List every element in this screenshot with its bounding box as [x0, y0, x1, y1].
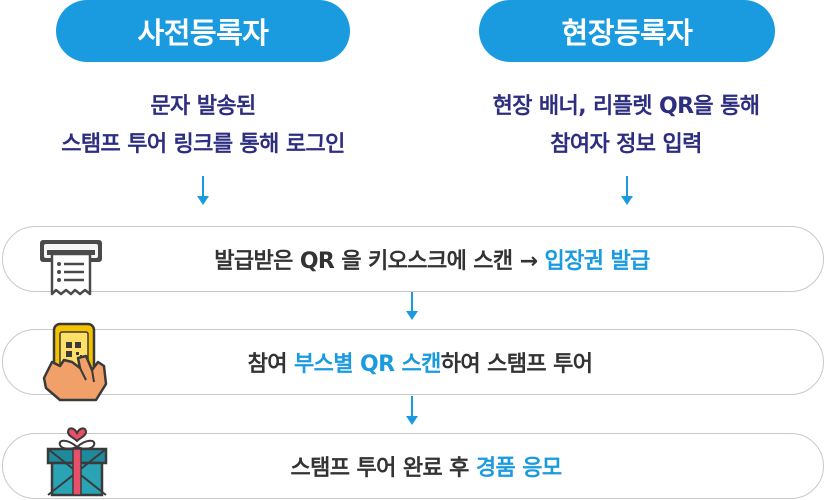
step-text-highlight: 경품 응모: [475, 456, 562, 481]
step-text-before: 참여: [247, 352, 294, 377]
pre-registrant-header: 사전등록자: [56, 0, 350, 62]
onsite-registrant-description: 현장 배너, 리플렛 QR을 통해 참여자 정보 입력: [446, 88, 806, 164]
onsite-registrant-desc-line1: 현장 배너, 리플렛 QR을 통해: [492, 94, 760, 119]
arrow-down-icon: [621, 176, 633, 205]
gift-box-icon: [46, 427, 108, 497]
arrow-down-icon: [406, 396, 418, 425]
arrow-down-icon: [197, 176, 209, 205]
onsite-registrant-header: 현장등록자: [479, 0, 775, 62]
onsite-registrant-desc-line2: 참여자 정보 입력: [550, 132, 702, 157]
step-text-after: 하여 스탬프 투어: [440, 352, 593, 377]
step-text: 스탬프 투어 완료 후 경품 응모: [3, 434, 823, 498]
pre-registrant-desc-line2: 스탬프 투어 링크를 통해 로그인: [61, 132, 345, 157]
pre-registrant-desc-line1: 문자 발송된: [150, 94, 256, 119]
kiosk-receipt-icon: [40, 240, 102, 296]
step-text-before: 발급받은 QR 을 키오스크에 스캔 →: [214, 249, 545, 274]
step-text-highlight: 입장권 발급: [544, 249, 651, 274]
step-text: 발급받은 QR 을 키오스크에 스캔 → 입장권 발급: [3, 227, 823, 291]
phone-qr-scan-icon: [42, 322, 108, 402]
step-text-highlight: 부스별 QR 스캔: [293, 352, 441, 377]
step-kiosk-ticket: 발급받은 QR 을 키오스크에 스캔 → 입장권 발급: [2, 226, 824, 292]
step-text-before: 스탬프 투어 완료 후: [290, 456, 476, 481]
pre-registrant-description: 문자 발송된 스탬프 투어 링크를 통해 로그인: [20, 88, 386, 164]
step-prize-entry: 스탬프 투어 완료 후 경품 응모: [2, 433, 824, 499]
arrow-down-icon: [406, 291, 418, 320]
